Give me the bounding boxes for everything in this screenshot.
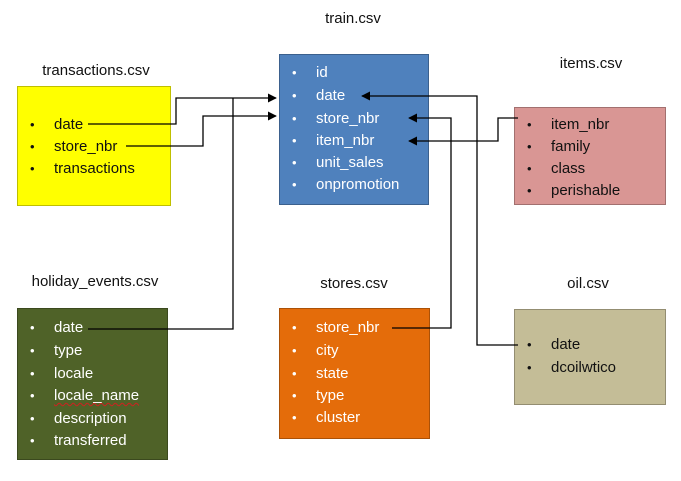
link-stores-store [392, 113, 452, 329]
items-field: •class [527, 160, 586, 177]
link-transactions-date [88, 93, 277, 125]
stores-field: •type [292, 387, 345, 404]
stores-field: •store_nbr [292, 319, 380, 336]
transactions-title: transactions.csv [42, 62, 150, 79]
holiday-events-title: holiday_events.csv [31, 273, 159, 290]
train-field: •unit_sales [292, 154, 384, 171]
train-table-box: •id •date •store_nbr •item_nbr •unit_sal… [279, 54, 429, 205]
stores-field: •city [292, 342, 339, 359]
items-field: •family [527, 138, 591, 155]
train-field: •store_nbr [292, 110, 380, 127]
holiday-events-field: •locale [30, 365, 94, 382]
transactions-field: •store_nbr [30, 138, 118, 155]
items-field: •item_nbr [527, 116, 610, 133]
link-holiday-date [88, 98, 234, 330]
train-field: •onpromotion [292, 176, 400, 193]
transactions-field: •date [30, 116, 84, 133]
holiday-events-table-box: •date •type •locale •locale_name •descri… [17, 308, 168, 460]
stores-field: •state [292, 365, 349, 382]
holiday-events-field: •date [30, 319, 84, 336]
holiday-events-field: •locale_name [30, 387, 140, 404]
holiday-events-field: •transferred [30, 432, 127, 449]
holiday-events-field: •type [30, 342, 83, 359]
items-title: items.csv [559, 55, 623, 72]
oil-field: •date [527, 336, 581, 353]
oil-table-box: •date •dcoilwtico [514, 309, 666, 405]
link-transactions-store [126, 111, 277, 147]
oil-field: •dcoilwtico [527, 359, 617, 376]
transactions-field: •transactions [30, 160, 135, 177]
train-field: •id [292, 64, 328, 81]
link-items-item [408, 117, 518, 146]
stores-table-box: •store_nbr •city •state •type •cluster [279, 308, 430, 439]
oil-title: oil.csv [567, 275, 609, 292]
holiday-events-field: •description [30, 410, 127, 427]
stores-title: stores.csv [320, 275, 388, 292]
items-field: •perishable [527, 182, 621, 199]
items-table-box: •item_nbr •family •class •perishable [514, 107, 666, 205]
stores-field: •cluster [292, 409, 361, 426]
train-field: •date [292, 87, 346, 104]
train-title: train.csv [325, 10, 381, 27]
train-field: •item_nbr [292, 132, 375, 149]
link-oil-date [361, 91, 518, 346]
